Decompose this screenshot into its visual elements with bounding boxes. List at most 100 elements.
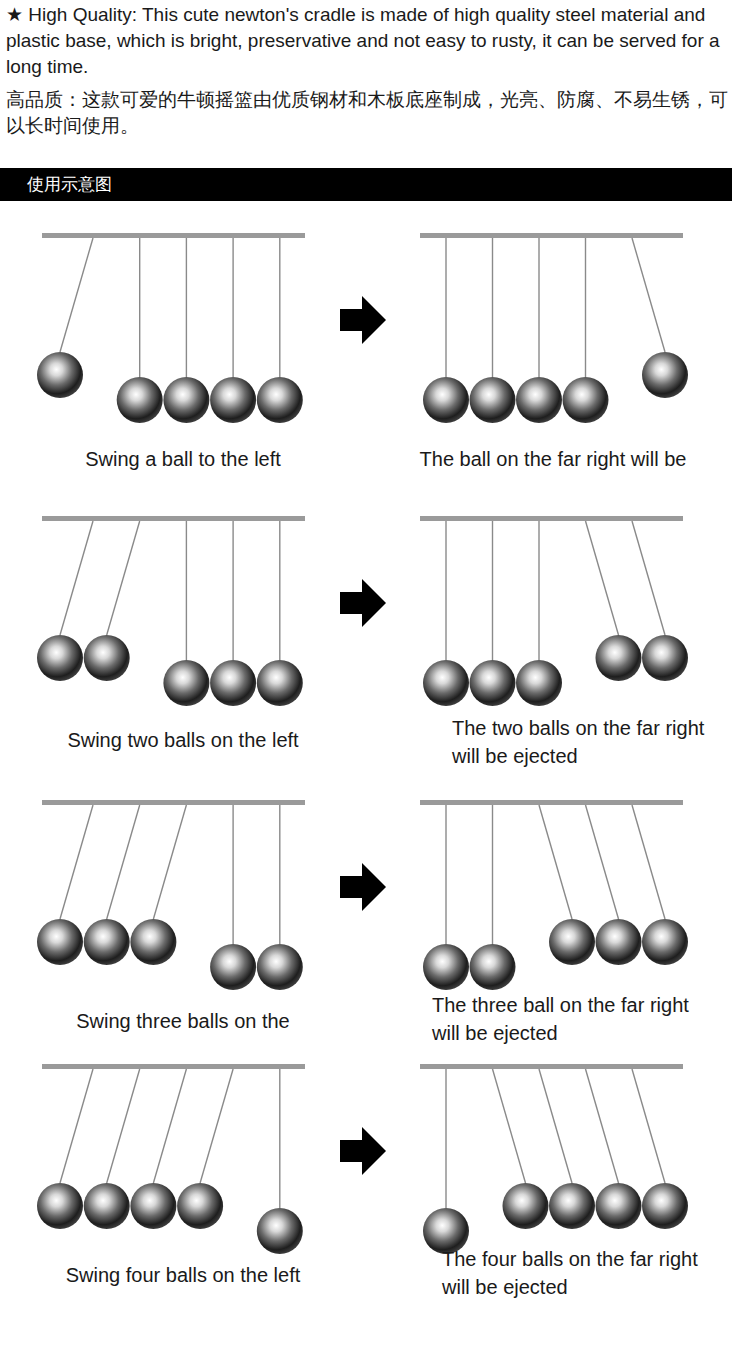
string [632, 521, 665, 635]
string [585, 238, 586, 377]
string [60, 521, 93, 635]
steel-ball [642, 919, 688, 965]
string [445, 1069, 446, 1208]
arrow [340, 1127, 386, 1175]
steel-ball [642, 1183, 688, 1229]
steel-ball [642, 352, 688, 398]
string [186, 521, 187, 660]
description-text: ★ High Quality: This cute newton's cradl… [6, 2, 744, 80]
steel-ball [130, 1183, 176, 1229]
string [492, 805, 493, 944]
cradle [420, 516, 688, 706]
section-title: 使用示意图 [27, 174, 112, 195]
string [60, 1069, 93, 1183]
cradle-bar [42, 1064, 305, 1069]
cradle-bar [42, 800, 305, 805]
steel-ball [596, 1183, 642, 1229]
steel-ball [84, 919, 130, 965]
steel-ball [423, 1208, 469, 1254]
string [139, 238, 140, 377]
string [445, 805, 446, 944]
cradle [420, 800, 688, 990]
string [586, 805, 619, 919]
string [279, 521, 280, 660]
steel-ball [257, 1208, 303, 1254]
steel-ball [470, 377, 516, 423]
description-text: 高品质：这款可爱的牛顿摇篮由优质钢材和木板底座制成，光亮、防腐、不易生锈，可以长… [6, 87, 744, 139]
string [538, 238, 539, 377]
steel-ball [210, 944, 256, 990]
string [539, 805, 572, 919]
cradle-bar [42, 233, 305, 238]
string [153, 805, 186, 919]
string [279, 1069, 280, 1208]
caption: Swing four balls on the left [23, 1262, 343, 1288]
header-bar [0, 168, 732, 201]
cradle [37, 233, 305, 423]
steel-ball [596, 919, 642, 965]
string [232, 238, 233, 377]
steel-ball [84, 1183, 130, 1229]
steel-ball [596, 635, 642, 681]
string [107, 1069, 140, 1183]
steel-ball [549, 1183, 595, 1229]
steel-ball [516, 377, 562, 423]
steel-ball [210, 660, 256, 706]
steel-ball [177, 1183, 223, 1229]
steel-ball [257, 377, 303, 423]
steel-ball [563, 377, 609, 423]
string [586, 521, 619, 635]
string [279, 805, 280, 944]
string [493, 1069, 526, 1183]
steel-ball [37, 919, 83, 965]
cradle-bar [420, 800, 683, 805]
arrow [340, 863, 386, 911]
caption: Swing three balls on the [23, 1008, 343, 1034]
string [586, 1069, 619, 1183]
string [107, 805, 140, 919]
string [60, 805, 93, 919]
arrow [340, 296, 386, 344]
steel-ball [516, 660, 562, 706]
string [153, 1069, 186, 1183]
steel-ball [257, 944, 303, 990]
string [538, 521, 539, 660]
steel-ball [163, 377, 209, 423]
caption: The four balls on the far right will be … [442, 1245, 714, 1301]
string [60, 238, 93, 352]
steel-ball [470, 660, 516, 706]
steel-ball [503, 1183, 549, 1229]
cradle-bar [42, 516, 305, 521]
cradle [420, 233, 688, 423]
string [186, 238, 187, 377]
caption: The ball on the far right will be [393, 446, 713, 472]
string [107, 521, 140, 635]
caption: Swing a ball to the left [23, 446, 343, 472]
string [492, 238, 493, 377]
string [279, 238, 280, 377]
steel-ball [37, 635, 83, 681]
cradle-bar [420, 516, 683, 521]
cradle [37, 1064, 305, 1254]
steel-ball [37, 352, 83, 398]
string [492, 521, 493, 660]
steel-ball [84, 635, 130, 681]
string [232, 521, 233, 660]
steel-ball [163, 660, 209, 706]
caption: The two balls on the far right will be e… [452, 714, 714, 770]
string [445, 521, 446, 660]
steel-ball [37, 1183, 83, 1229]
string [232, 805, 233, 944]
steel-ball [210, 377, 256, 423]
cradle [420, 1064, 688, 1254]
steel-ball [423, 660, 469, 706]
steel-ball [549, 919, 595, 965]
string [632, 238, 665, 352]
string [632, 1069, 665, 1183]
steel-ball [130, 919, 176, 965]
string [539, 1069, 572, 1183]
steel-ball [642, 635, 688, 681]
steel-ball [117, 377, 163, 423]
